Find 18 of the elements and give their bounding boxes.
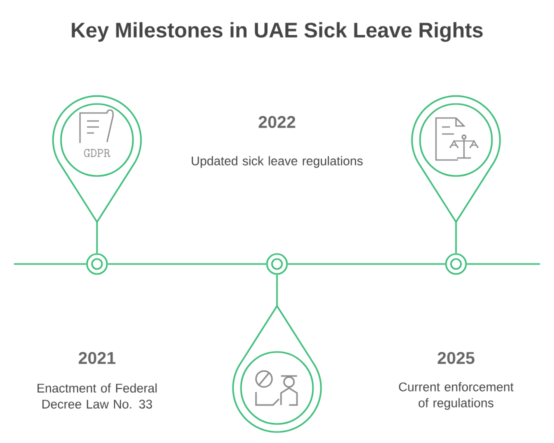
milestone-description: Updated sick leave regulations xyxy=(192,156,363,168)
connector-line xyxy=(455,222,457,254)
connector-line xyxy=(466,263,540,265)
milestone-description: Enactment of Federal Decree Law No. 33 xyxy=(38,383,157,409)
year-label: 2022 xyxy=(258,116,296,128)
timeline-dot xyxy=(86,253,108,275)
year-label: 2021 xyxy=(78,352,116,364)
timeline-dot xyxy=(266,253,288,275)
title: Key Milestones in UAE Sick Leave Rights xyxy=(72,22,483,42)
connector-line xyxy=(96,222,98,254)
year-label: 2025 xyxy=(438,352,474,364)
connector-line xyxy=(276,274,278,306)
timeline-dot xyxy=(445,253,467,275)
milestone-description: Current enforcement of regulations xyxy=(398,382,514,410)
icon-text: GDPR xyxy=(84,148,110,158)
connector-line xyxy=(108,263,266,265)
connector-line xyxy=(288,263,446,265)
connector-line xyxy=(14,263,86,265)
